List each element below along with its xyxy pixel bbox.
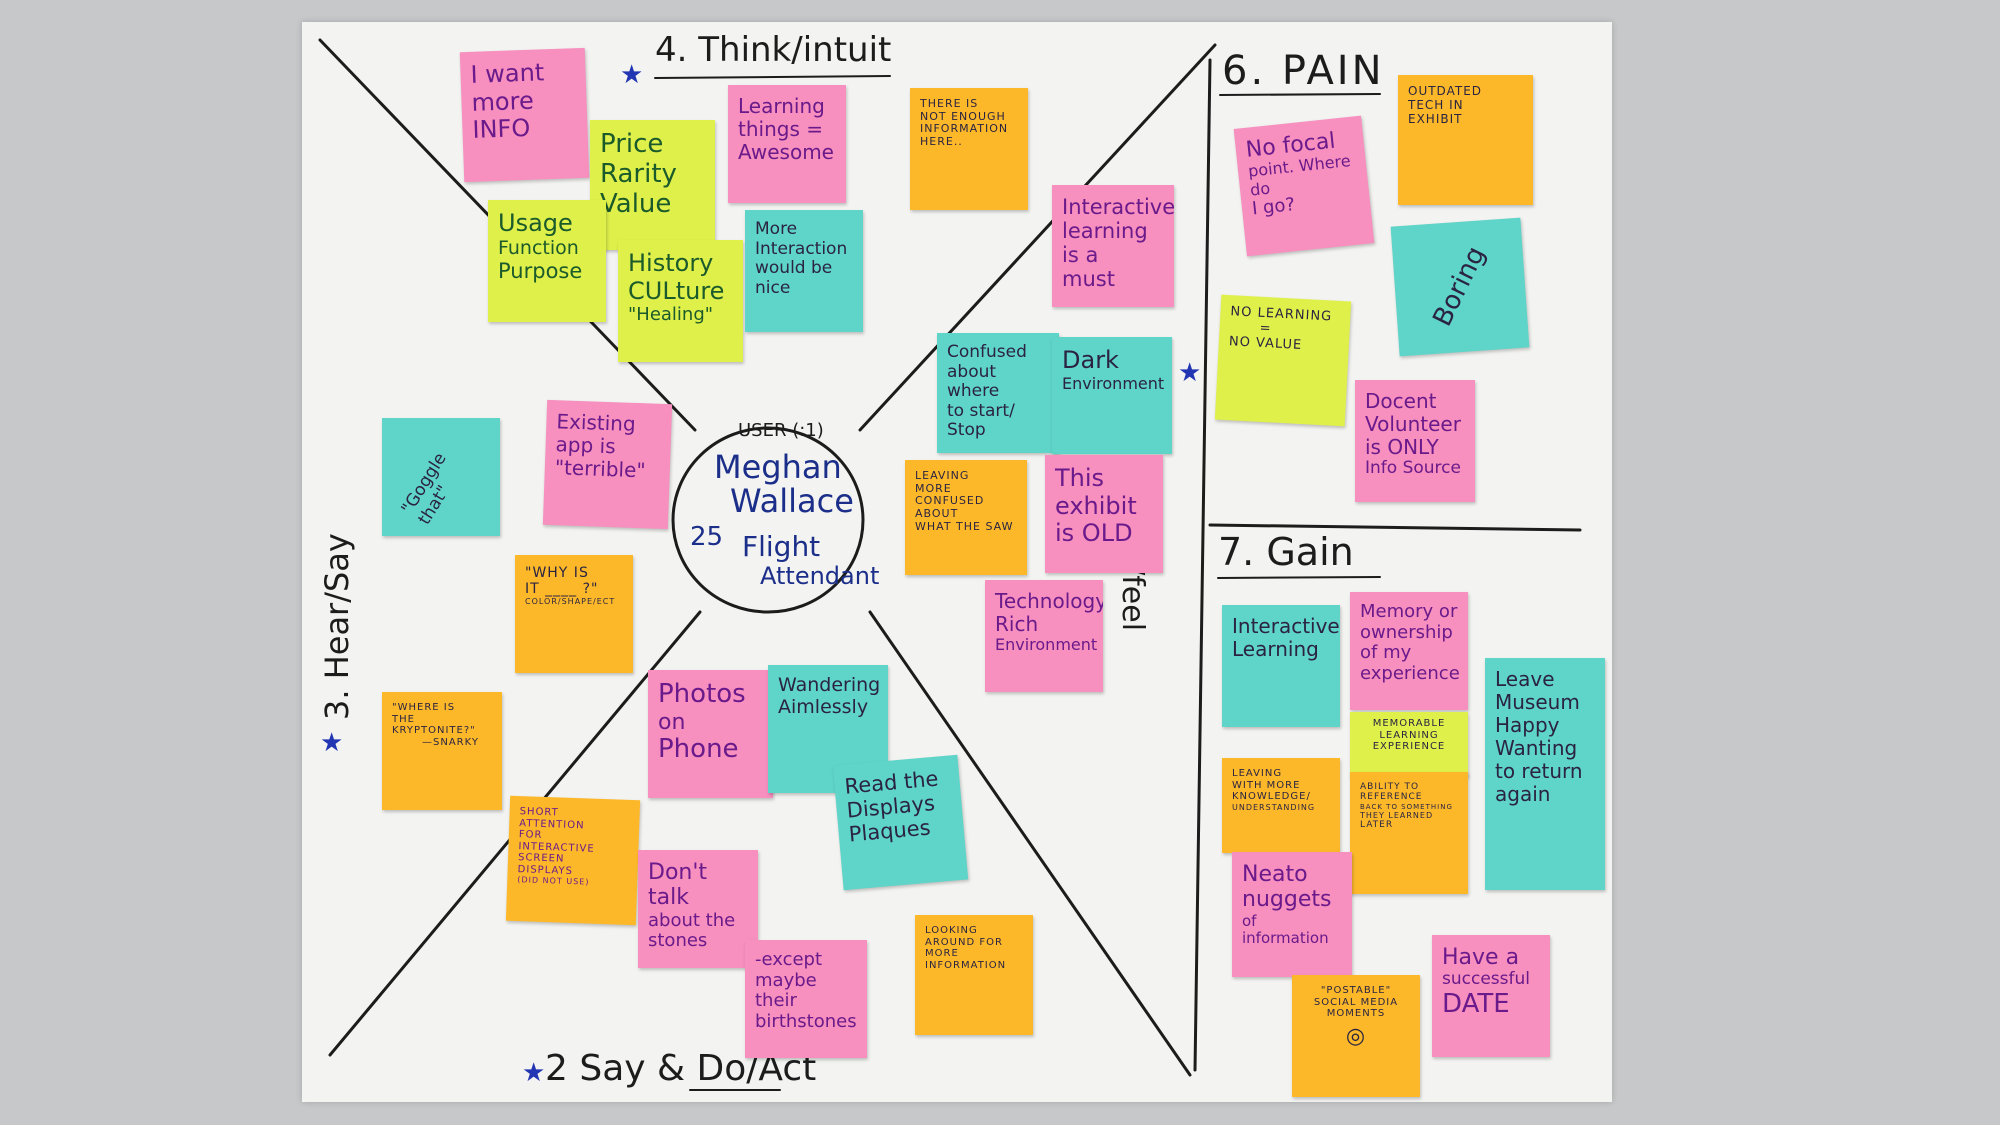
- star-icon: ★: [320, 728, 344, 758]
- gain-heading: 7. Gain: [1218, 530, 1354, 574]
- user-age: 25: [690, 522, 724, 552]
- camera-icon: ◎: [1345, 1023, 1367, 1049]
- sticky-note-no-learning-no-value: NO LEARNING=NO VALUE: [1214, 294, 1352, 427]
- user-label: USER (:1): [738, 420, 824, 441]
- user-job-line2: Attendant: [760, 562, 880, 590]
- star-icon: ★: [1178, 358, 1202, 388]
- user-last-name: Wallace: [730, 482, 854, 520]
- sticky-note-google-that: "Goggle that": [382, 418, 500, 536]
- user-job-line1: Flight: [742, 530, 821, 563]
- star-icon: ★: [620, 60, 644, 90]
- pain-heading: 6. PAIN: [1222, 48, 1385, 94]
- user-first-name: Meghan: [714, 448, 842, 486]
- think-intuit-heading: 4. Think/intuit: [655, 30, 892, 70]
- hear-say-heading: 3. Hear/Say: [318, 533, 356, 720]
- sticky-note-boring: Boring: [1390, 217, 1530, 357]
- star-icon: ★: [522, 1058, 546, 1088]
